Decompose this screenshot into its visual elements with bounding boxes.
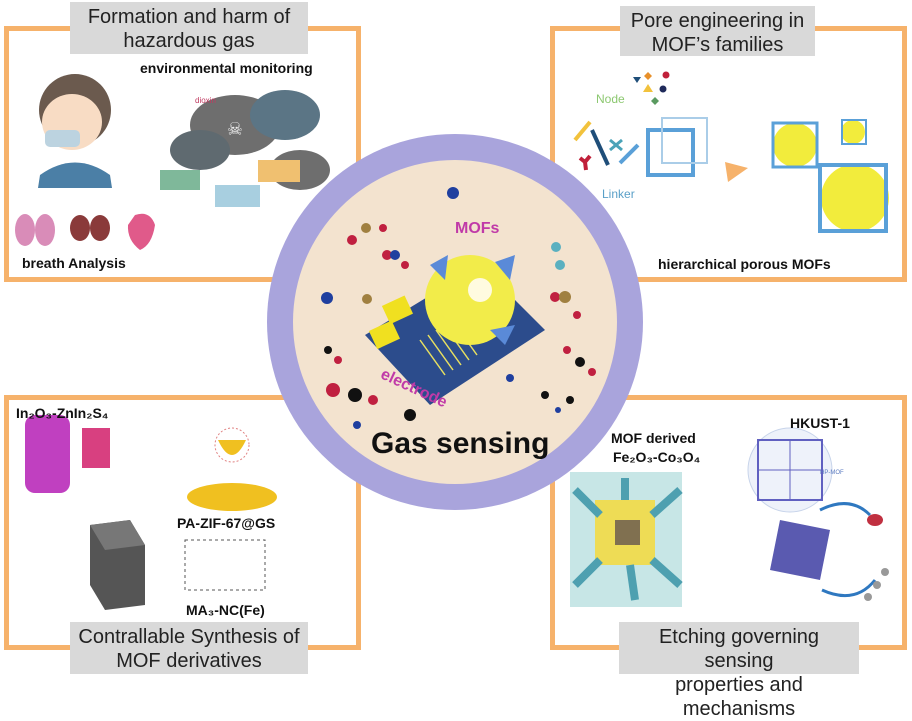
- mof-sphere-icon: [425, 255, 515, 345]
- title-line-1: Contrallable Synthesis of: [78, 626, 300, 648]
- graphene-lattice-icon: [184, 539, 266, 591]
- fe2o3-co3o4-icon: [570, 472, 683, 607]
- label-mofs: MOFs: [455, 220, 500, 237]
- linker-icons: [573, 120, 640, 171]
- title-line-1: Etching governing sensing: [658, 626, 820, 672]
- organs-icon: [15, 213, 155, 250]
- illustrations: dioxin ☠: [15, 71, 889, 610]
- title-mof-derivatives: Contrallable Synthesis of MOF derivative…: [70, 622, 308, 674]
- title-line-2: hazardous gas: [123, 30, 255, 52]
- arrow-icon: [725, 162, 748, 182]
- hkust-framework-icon: [747, 427, 889, 601]
- title-line-1: Formation and harm of: [87, 6, 291, 28]
- label-ma3-nc-fe: MA₃-NC(Fe): [186, 602, 265, 618]
- center-title-gas-sensing: Gas sensing: [371, 427, 550, 460]
- label-linker: Linker: [602, 187, 635, 201]
- pollution-cloud-icon: dioxin ☠: [160, 90, 330, 207]
- svg-text:dioxin: dioxin: [195, 96, 216, 105]
- label-environmental-monitoring: environmental monitoring: [140, 60, 313, 76]
- mof-cube-icon: [646, 117, 708, 177]
- title-pore-engineering: Pore engineering in MOF’s families: [620, 6, 815, 56]
- label-in2o3-znin2s4: In₂O₃-ZnIn₂S₄: [16, 405, 109, 421]
- carbon-cube-icon: [90, 520, 145, 610]
- svg-text:☠: ☠: [227, 119, 243, 140]
- in2o3-microtube-icon: [25, 415, 110, 493]
- title-line-2: MOF’s families: [651, 34, 784, 56]
- label-fe2o3-co3o4: Fe₂O₃-Co₃O₄: [613, 449, 701, 465]
- label-hkust-1: HKUST-1: [790, 415, 850, 431]
- label-hp-mof: HP-MOF: [820, 470, 844, 476]
- node-icons: [633, 71, 670, 105]
- label-breath-analysis: breath Analysis: [22, 255, 126, 271]
- porous-mof-cubes-icon: [771, 119, 889, 233]
- label-pa-zif-67-gs: PA-ZIF-67@GS: [177, 515, 276, 531]
- gas-molecules-icons: [321, 187, 596, 429]
- pa-zif-graphene-icon: [187, 427, 277, 511]
- label-mof-derived: MOF derived: [611, 430, 696, 446]
- title-etching: Etching governing sensing properties and…: [619, 622, 859, 720]
- title-line-1: Pore engineering in: [630, 10, 805, 32]
- title-line-2: properties and mechanisms: [675, 674, 803, 720]
- coughing-person-icon: [38, 74, 112, 188]
- title-line-2: MOF derivatives: [116, 650, 262, 672]
- label-node: Node: [596, 92, 625, 106]
- label-hierarchical-porous-mofs: hierarchical porous MOFs: [658, 256, 831, 272]
- title-hazardous-gas: Formation and harm of hazardous gas: [70, 2, 308, 54]
